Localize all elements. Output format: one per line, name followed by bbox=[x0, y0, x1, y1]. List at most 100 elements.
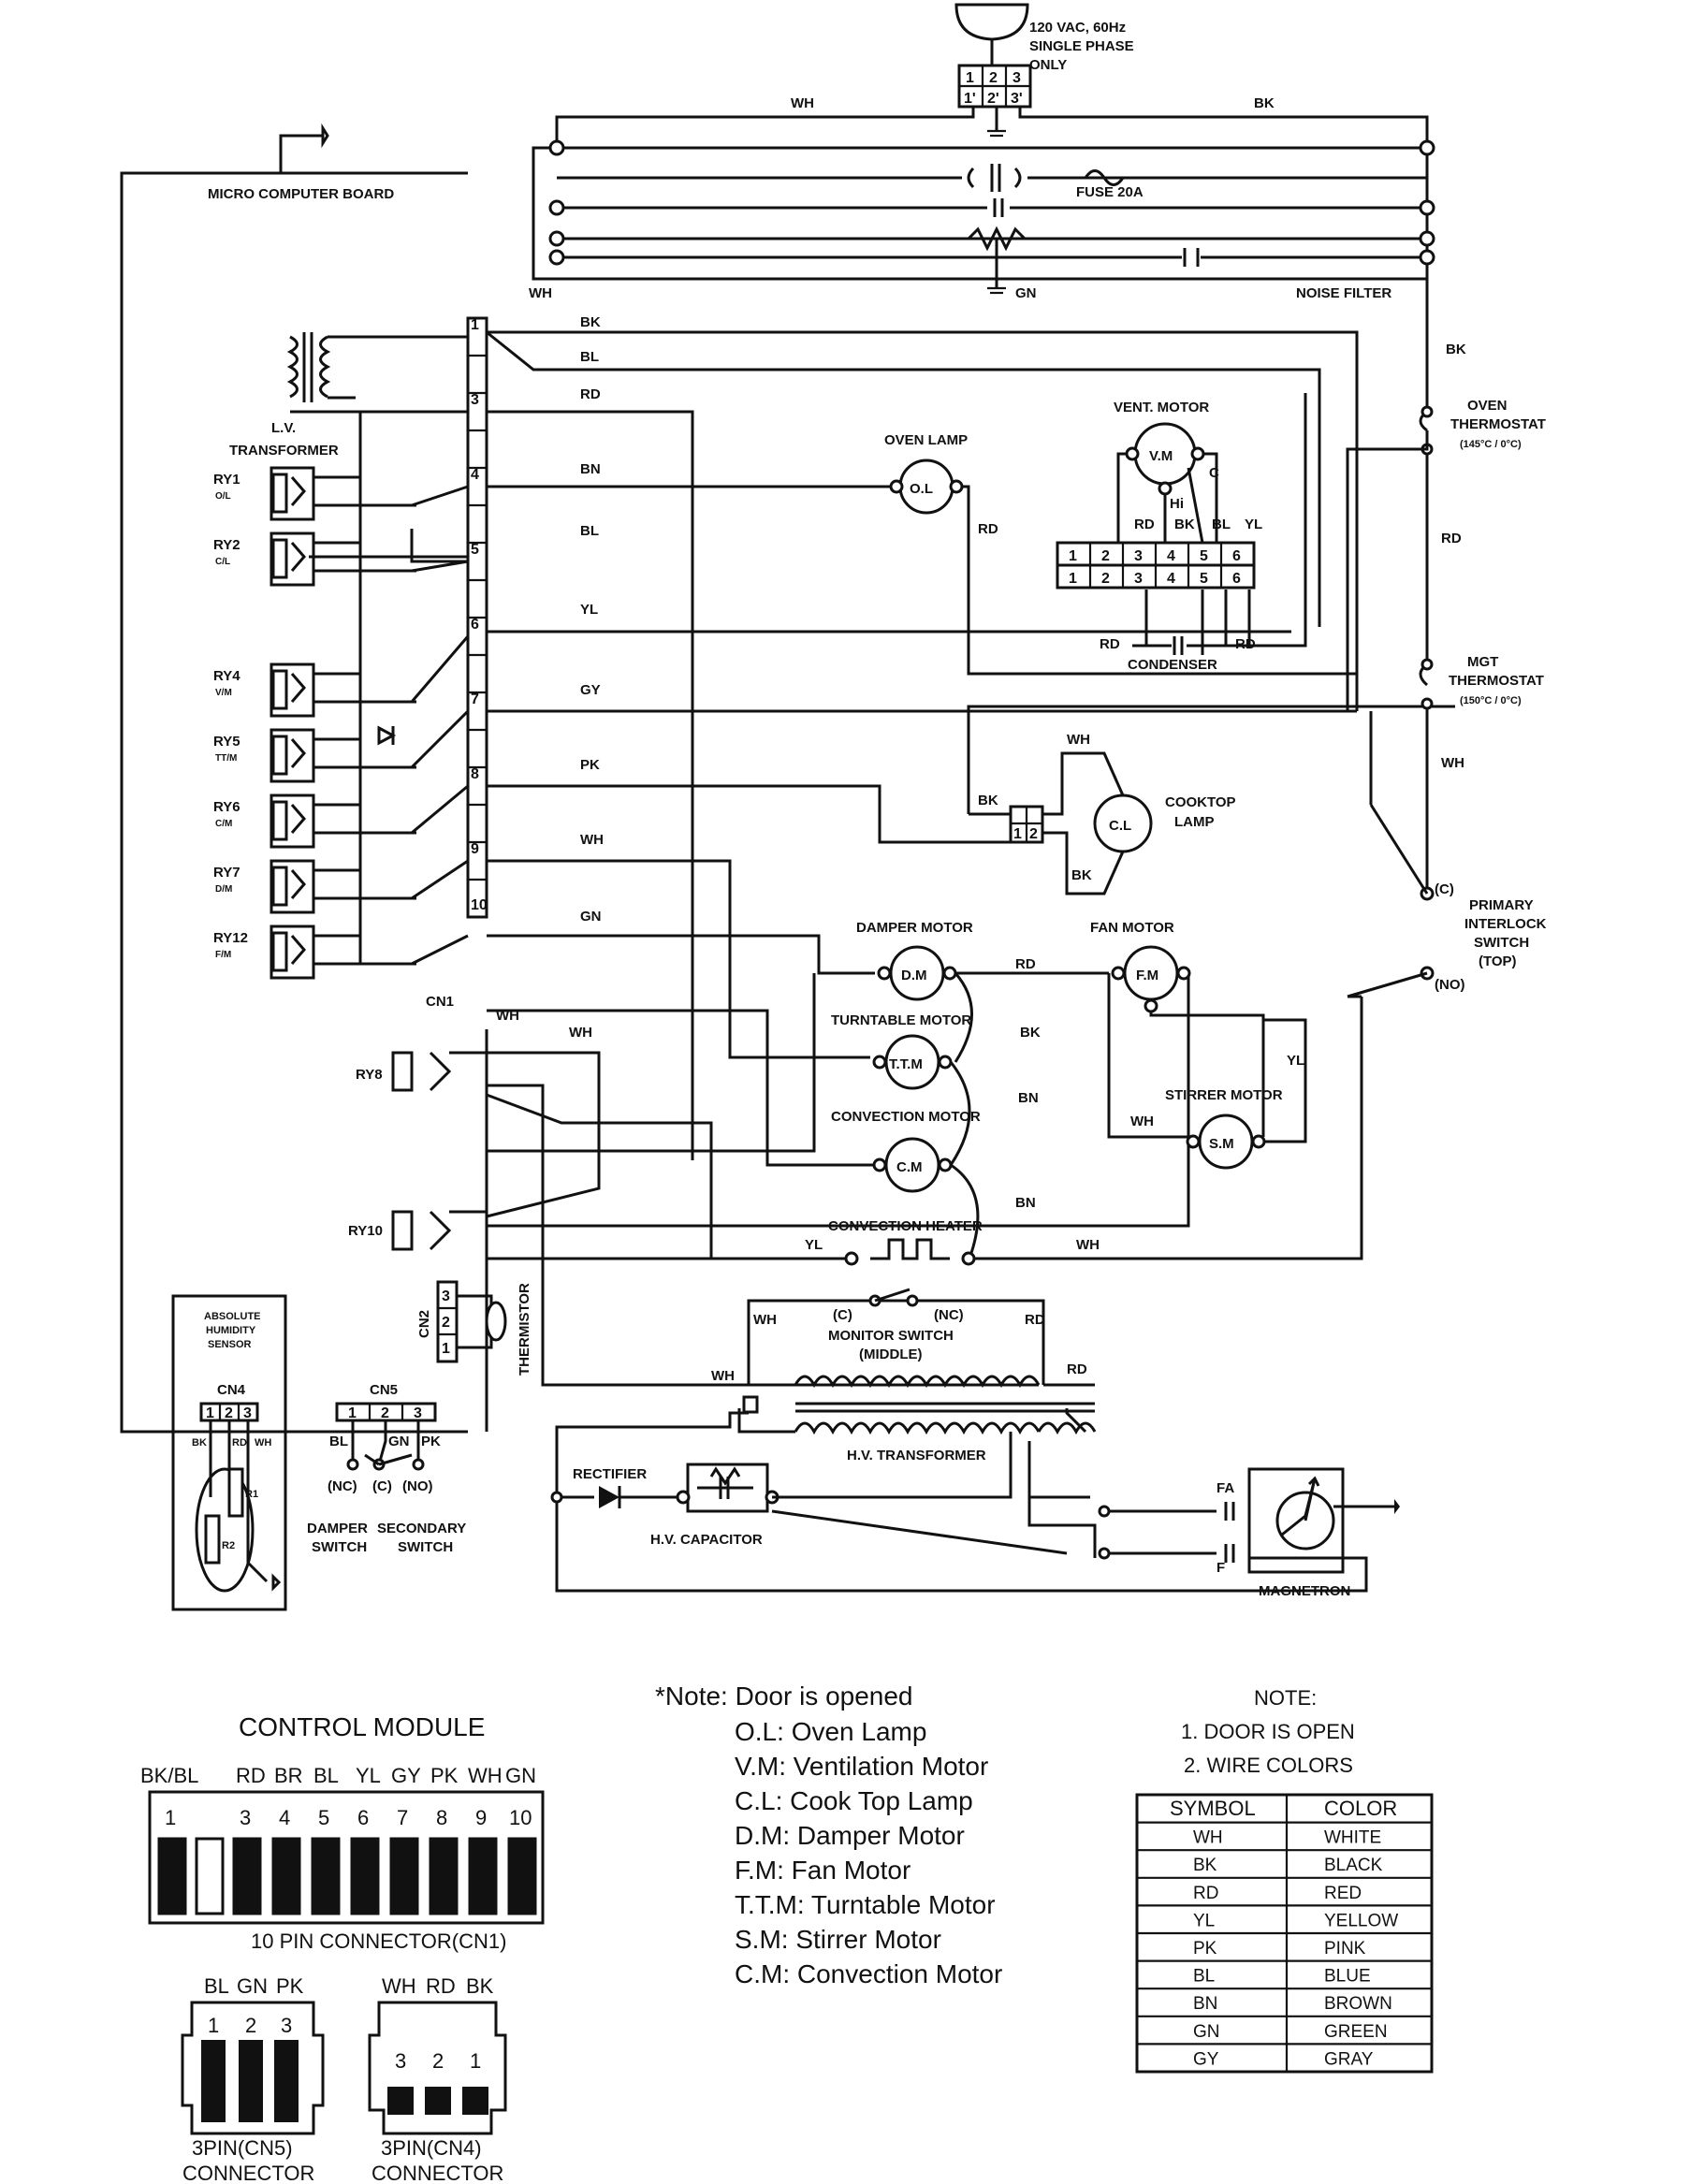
relay-sub-ry7: D/M bbox=[215, 884, 232, 895]
cn1-pin-7: 7 bbox=[471, 692, 479, 707]
filter-gn: GN bbox=[1015, 285, 1037, 301]
cm-pin-num: 10 bbox=[509, 1806, 532, 1829]
cn2-thermistor: 3 2 1 CN2 THERMISTOR bbox=[416, 1280, 532, 1376]
terminal-pin: 2 bbox=[1101, 548, 1110, 564]
sensor-r1: R1 bbox=[245, 1489, 258, 1500]
relay-name-ry6: RY6 bbox=[213, 799, 240, 815]
cm-text: C.M bbox=[896, 1159, 923, 1175]
cm-pin-slot bbox=[195, 1837, 225, 1915]
heater-yl: YL bbox=[805, 1237, 823, 1253]
color-table-color: BROWN bbox=[1324, 1994, 1392, 2014]
sw-nc: (NC) bbox=[328, 1478, 357, 1494]
cn4-conn-slot bbox=[462, 2087, 488, 2115]
cm-pin-num: 6 bbox=[357, 1806, 369, 1829]
sensor-label-3: SENSOR bbox=[208, 1339, 252, 1350]
note-head: *Note: Door is opened bbox=[655, 1682, 913, 1711]
cl-pin-1: 1 bbox=[1013, 826, 1022, 842]
lv-transformer: L.V. TRANSFORMER bbox=[229, 332, 468, 459]
color-table-symbol: PK bbox=[1193, 1939, 1217, 1958]
ttm-text: T.T.M bbox=[889, 1056, 923, 1072]
vm-wire-bl: BL bbox=[1212, 517, 1231, 532]
wh-2: WH bbox=[711, 1368, 735, 1384]
plug-top-2: 2 bbox=[989, 70, 998, 86]
power-spec-3: ONLY bbox=[1029, 57, 1067, 73]
lv-label-1: L.V. bbox=[271, 420, 296, 436]
plug-bottom-2: 2' bbox=[987, 91, 999, 107]
relay-sub-ry4: V/M bbox=[215, 688, 232, 698]
mgt-2: THERMOSTAT bbox=[1449, 673, 1544, 689]
cl-bk-1: BK bbox=[978, 793, 998, 808]
cn5-pin-1: 1 bbox=[348, 1405, 357, 1421]
note-right-1: 1. DOOR IS OPEN bbox=[1181, 1720, 1355, 1743]
cm-pin-slot bbox=[232, 1837, 262, 1915]
color-table-symbol: GY bbox=[1193, 2049, 1219, 2069]
color-table-symbol: YL bbox=[1193, 1911, 1215, 1930]
fan-motor-label: FAN MOTOR bbox=[1090, 920, 1174, 936]
sensor-label-1: ABSOLUTE bbox=[204, 1311, 261, 1322]
vm-hi: Hi bbox=[1170, 496, 1184, 512]
vm-wire-bk: BK bbox=[1174, 517, 1195, 532]
cn1-pin-6: 6 bbox=[471, 617, 479, 633]
convection-motor-label: CONVECTION MOTOR bbox=[831, 1109, 981, 1125]
interlock-c: (C) bbox=[1435, 881, 1454, 897]
cn5-conn-pin: 1 bbox=[208, 2014, 219, 2037]
relay-name-ry1: RY1 bbox=[213, 472, 240, 488]
sensor-r2: R2 bbox=[222, 1540, 235, 1551]
relay-bank: RY1O/LRY2C/LRY4V/MRY5TT/MRY6C/MRY7D/MRY1… bbox=[213, 412, 470, 980]
right-rd: RD bbox=[1441, 531, 1462, 546]
vm-text: V.M bbox=[1149, 448, 1173, 464]
relay-name-ry7: RY7 bbox=[213, 865, 240, 881]
lv-label-2: TRANSFORMER bbox=[229, 443, 339, 459]
heater-wh: WH bbox=[1076, 1237, 1100, 1253]
relay-sub-ry12: F/M bbox=[215, 950, 231, 960]
cm-pin-slot bbox=[350, 1837, 380, 1915]
note-item: F.M: Fan Motor bbox=[735, 1856, 911, 1885]
rd-2: RD bbox=[1067, 1361, 1087, 1377]
terminal-pin: 1 bbox=[1069, 548, 1077, 564]
cn4-wire-rd: RD bbox=[232, 1437, 247, 1449]
oven-lamp-rd: RD bbox=[978, 521, 998, 537]
note-right-head: NOTE: bbox=[1254, 1686, 1317, 1710]
terminal-pin: 4 bbox=[1167, 548, 1175, 564]
color-table-color: BLACK bbox=[1324, 1856, 1383, 1875]
color-table-symbol: BL bbox=[1193, 1967, 1215, 1987]
relay-sub-ry6: C/M bbox=[215, 819, 232, 829]
note-legend: *Note: Door is opened O.L: Oven LampV.M:… bbox=[655, 1682, 1002, 1988]
note-item: C.M: Convection Motor bbox=[735, 1959, 1002, 1988]
primary-2: INTERLOCK bbox=[1464, 916, 1547, 932]
cm-pin-num: 4 bbox=[279, 1806, 290, 1829]
power-spec-1: 120 VAC, 60Hz bbox=[1029, 20, 1126, 36]
cn4-pin-1: 1 bbox=[206, 1405, 214, 1421]
cn5-conn-slot bbox=[201, 2040, 226, 2122]
bus-wire-label: PK bbox=[580, 757, 600, 773]
cl-pin-2: 2 bbox=[1029, 826, 1038, 842]
oven-lamp-label: OVEN LAMP bbox=[884, 432, 968, 448]
cn5-conn-wire: BL bbox=[204, 1974, 229, 1998]
cn5-wire-bl: BL bbox=[329, 1434, 348, 1449]
bus-wire-label: BN bbox=[580, 461, 601, 477]
plug-top-3: 3 bbox=[1013, 70, 1021, 86]
sm-yl: YL bbox=[1287, 1053, 1304, 1069]
note-right: NOTE: 1. DOOR IS OPEN 2. WIRE COLORS SYM… bbox=[1135, 1686, 1434, 2074]
cn1-pin-8: 8 bbox=[471, 766, 479, 782]
color-table-color: YELLOW bbox=[1324, 1911, 1398, 1930]
noise-filter: WH BK FUSE 20A GN WH NOISE FILTER bbox=[529, 95, 1435, 301]
note-right-2: 2. WIRE COLORS bbox=[1184, 1754, 1353, 1777]
note-item: S.M: Stirrer Motor bbox=[735, 1925, 941, 1954]
ry8-label: RY8 bbox=[356, 1067, 383, 1083]
cn5-conn-slot bbox=[239, 2040, 263, 2122]
cn1-pin-3: 3 bbox=[471, 392, 479, 408]
terminal-pin: 2 bbox=[1101, 571, 1110, 587]
sensor-label-2: HUMIDITY bbox=[206, 1325, 256, 1336]
cn1-pin-4: 4 bbox=[471, 467, 479, 483]
cl-wh: WH bbox=[1067, 732, 1090, 748]
cn5-pin-3: 3 bbox=[414, 1405, 422, 1421]
note-item: T.T.M: Turntable Motor bbox=[735, 1890, 996, 1919]
cn1-label: CN1 bbox=[426, 994, 454, 1010]
primary-1: PRIMARY bbox=[1469, 897, 1534, 913]
rectifier-label: RECTIFIER bbox=[573, 1466, 647, 1482]
